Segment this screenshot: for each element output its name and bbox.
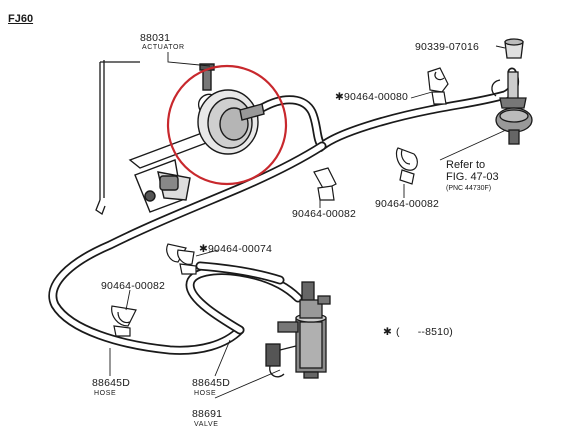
clip-lower-left-number: 90464-00082 bbox=[101, 280, 166, 292]
clip-90464-00082-lower-left bbox=[111, 305, 137, 337]
hose-actuator-to-check-valve bbox=[257, 67, 520, 152]
footnote-range: --8510) bbox=[417, 326, 453, 338]
footnote-open: ( bbox=[396, 326, 400, 338]
highlight-circle bbox=[166, 64, 288, 186]
valve-part-name: VALVE bbox=[194, 421, 219, 428]
actuator-rod bbox=[95, 60, 140, 215]
hose-right-part-number: 88645D bbox=[192, 377, 230, 389]
asterisk-mark: ✱ bbox=[199, 243, 208, 255]
leader-lines bbox=[109, 45, 507, 399]
check-valve-part bbox=[491, 71, 533, 145]
hose-left-part-name: HOSE bbox=[94, 390, 117, 397]
model-title: FJ60 bbox=[8, 13, 34, 25]
footnote: ✱ ( --8510) bbox=[383, 327, 453, 338]
reference-line2: FIG. 47-03 bbox=[446, 171, 499, 183]
actuator-part-name: ACTUATOR bbox=[142, 44, 185, 51]
clip-top-right-number: 90464-00080 bbox=[344, 91, 409, 103]
clip-90464-00074 bbox=[166, 243, 197, 275]
clip-90464-00082-mid-left bbox=[313, 167, 337, 201]
actuator-bracket bbox=[128, 129, 215, 213]
clip-mid-right-number: 90464-00082 bbox=[375, 198, 440, 210]
clip-90464-00080 bbox=[427, 67, 449, 105]
cap-part bbox=[504, 38, 524, 59]
hose-right-part-name: HOSE bbox=[194, 390, 217, 397]
hose-88645d-left bbox=[48, 141, 327, 355]
asterisk-mark: ✱ bbox=[335, 91, 344, 103]
hose-88645d-right bbox=[185, 261, 303, 335]
actuator-part-number: 88031 bbox=[140, 32, 171, 44]
clip-90464-00082-mid-right bbox=[395, 147, 418, 185]
footnote-mark: ✱ bbox=[383, 326, 392, 338]
clip-mid-left-number: 90464-00082 bbox=[292, 208, 357, 220]
reference-line1: Refer to bbox=[446, 159, 486, 171]
valve-part-number: 88691 bbox=[192, 408, 223, 420]
actuator-diaphragm bbox=[197, 63, 265, 155]
clip-center-number: 90464-00074 bbox=[208, 243, 273, 255]
clip-center-label: ✱90464-00074 bbox=[199, 244, 272, 255]
hose-left-part-number: 88645D bbox=[92, 377, 130, 389]
clip-top-right-label: ✱90464-00080 bbox=[335, 92, 408, 103]
valve-88691-part bbox=[265, 281, 331, 379]
cap-part-number: 90339-07016 bbox=[415, 41, 480, 53]
reference-line3: (PNC 44730F) bbox=[446, 185, 492, 192]
